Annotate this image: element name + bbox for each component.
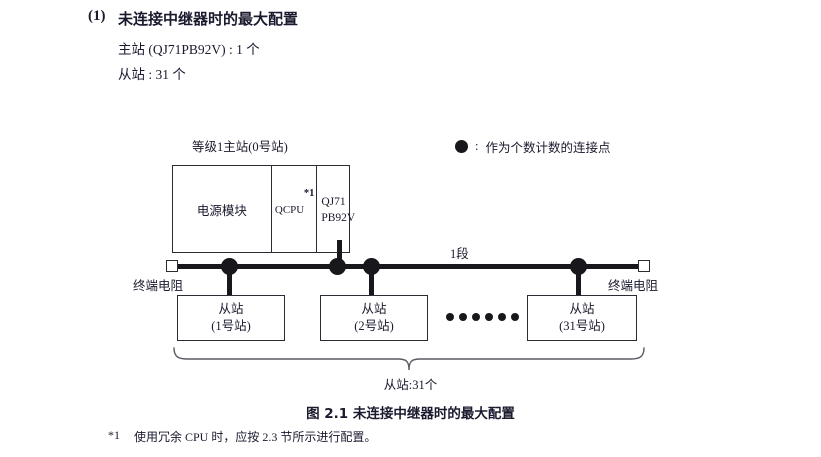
slave-station-number: (1号站): [211, 319, 251, 333]
qj71pb92v-label-line2: PB92V: [321, 212, 356, 224]
slave-station-number: (31号站): [559, 319, 605, 333]
master-rack-label: 等级1主站(0号站): [192, 140, 288, 154]
spec-master-count: 主站 (QJ71PB92V) : 1 个: [118, 42, 260, 57]
slave-station-box-2: 从站 (2号站): [320, 295, 428, 341]
rack-cell-qcpu: *1 QCPU: [272, 166, 318, 252]
terminating-resistor-left-label: 终端电阻: [133, 279, 184, 293]
slave-name: 从站: [218, 302, 244, 317]
connection-dot-master: [329, 257, 346, 275]
page-title: 未连接中继器时的最大配置: [118, 10, 299, 28]
filled-circle-icon: [455, 140, 468, 153]
terminating-resistor-right-label: 终端电阻: [608, 279, 659, 293]
legend-label: 作为个数计数的连接点: [485, 141, 611, 155]
figure-caption: 图 2.1 未连接中继器时的最大配置: [306, 406, 515, 422]
drop-line-slave-31: [576, 264, 581, 296]
power-module-label: 电源模块: [196, 203, 247, 218]
rack-cell-power-module: 电源模块: [173, 166, 272, 252]
qcpu-footnote-marker: *1: [303, 188, 315, 199]
footnote: *1 使用冗余 CPU 时，应按 2.3 节所示进行配置。: [108, 428, 376, 445]
fieldbus-trunk-line: [176, 263, 638, 269]
slave-station-number: (2号站): [354, 319, 394, 333]
footnote-marker: *1: [108, 428, 120, 442]
master-rack: 电源模块 *1 QCPU QJ71 PB92V: [172, 165, 355, 253]
terminating-resistor-right-icon: [638, 260, 650, 272]
ellipsis-icon: [446, 313, 519, 321]
slave-name: 从站: [361, 302, 387, 317]
terminating-resistor-left-icon: [166, 260, 178, 272]
rack-cell-qj71pb92v: QJ71 PB92V: [317, 166, 355, 252]
drop-line-slave-1: [227, 264, 232, 296]
spec-slave-count: 从站 : 31 个: [118, 67, 186, 82]
footnote-text: 使用冗余 CPU 时，应按 2.3 节所示进行配置。: [134, 430, 377, 444]
qj71pb92v-label-line1: QJ71: [321, 196, 346, 208]
segment-label: 1段: [450, 247, 469, 261]
slave-name: 从站: [569, 302, 595, 317]
legend: : 作为个数计数的连接点: [455, 137, 611, 156]
master-drop-line: [337, 240, 342, 266]
qcpu-label: QCPU: [274, 204, 305, 216]
legend-colon: :: [475, 139, 479, 153]
slave-group-brace: [170, 346, 648, 377]
slave-station-box-1: 从站 (1号站): [177, 295, 285, 341]
slave-station-box-31: 从站 (31号站): [527, 295, 637, 341]
heading-number: (1): [88, 8, 106, 24]
drop-line-slave-2: [369, 264, 374, 296]
slave-group-brace-label: 从站:31个: [383, 378, 438, 392]
